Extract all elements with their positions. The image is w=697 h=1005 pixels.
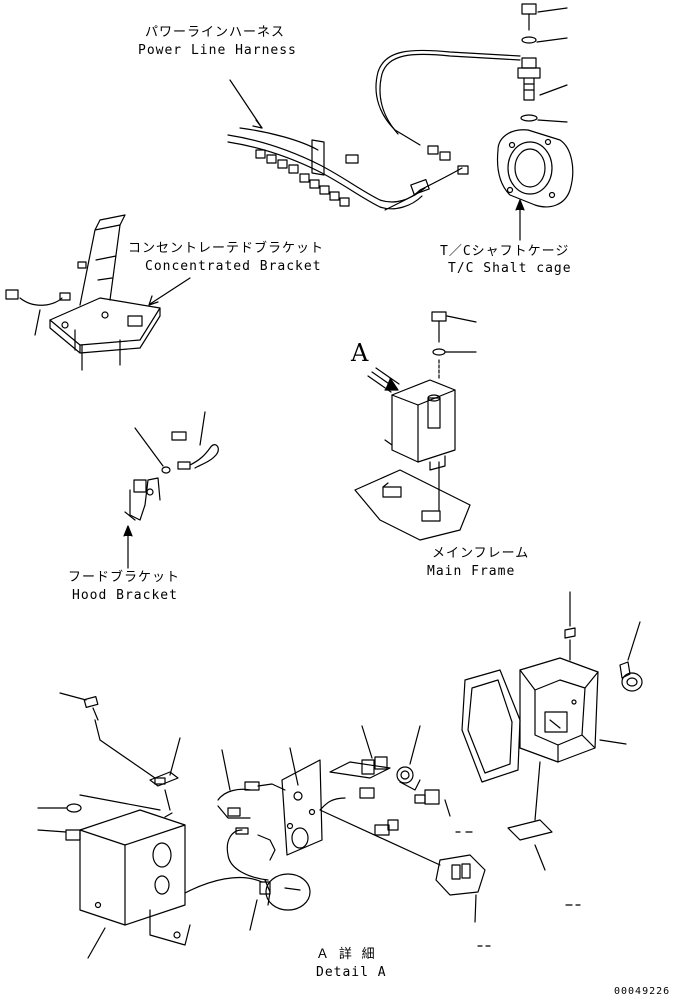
label-detail-jp: Ａ 詳 細 (316, 947, 376, 962)
label-power-line-harness-jp: パワーラインハーネス (145, 25, 286, 40)
label-concentrated-bracket-jp: コンセントレーテドブラケット (128, 241, 325, 256)
tc-shaft-cage (496, 3, 574, 241)
view-a-box (354, 311, 477, 541)
label-main-frame-jp: メインフレーム (432, 546, 530, 561)
hood-bracket (123, 411, 219, 569)
detail-a (37, 591, 643, 959)
label-detail-en: Detail A (316, 965, 387, 980)
drawing-number: 00049226 (614, 986, 671, 997)
label-power-line-harness-en: Power Line Harness (138, 43, 297, 58)
label-tc-shaft-cage-jp: T／Cシャフトケージ (440, 244, 570, 259)
label-main-frame-en: Main Frame (427, 564, 516, 579)
label-hood-bracket-en: Hood Bracket (72, 588, 178, 603)
concentrated-bracket (5, 214, 161, 371)
view-marker: A (351, 339, 370, 367)
harness-connectors (255, 145, 469, 207)
label-hood-bracket-jp: フードブラケット (68, 570, 181, 585)
label-tc-shaft-cage-en: T/C Shalt cage (448, 261, 572, 276)
label-concentrated-bracket-en: Concentrated Bracket (145, 259, 322, 274)
leader-concentrated (149, 277, 191, 305)
power-line-harness (227, 49, 521, 211)
